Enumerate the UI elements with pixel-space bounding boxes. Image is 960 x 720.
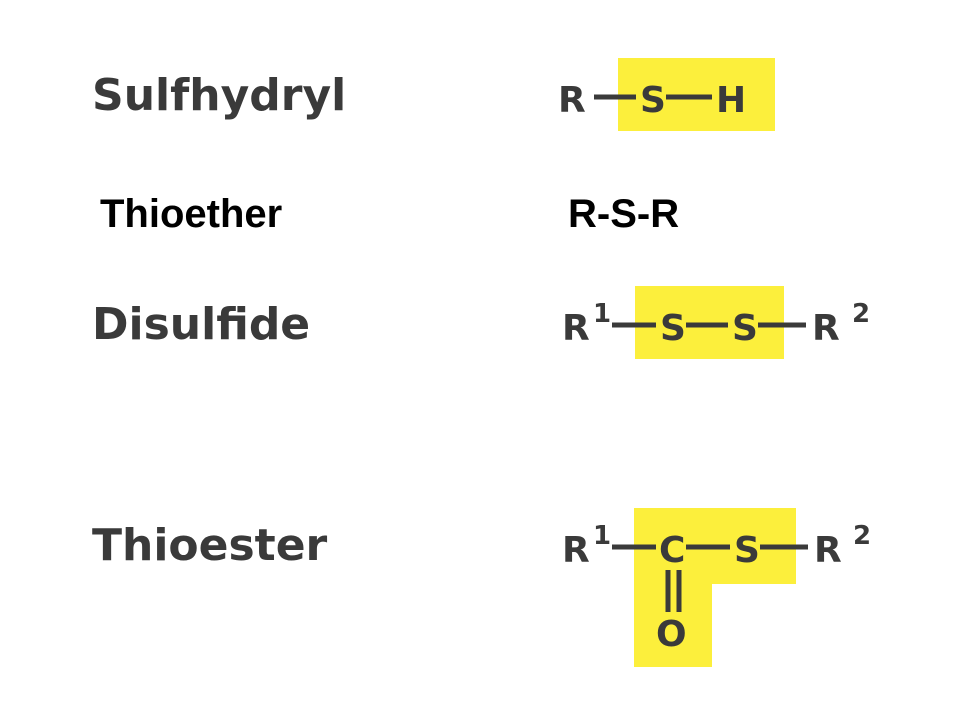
disulfide-structure: R 1 S S R 2 — [562, 286, 870, 359]
thioester-atom-r2: R — [814, 530, 842, 571]
thioester-superscript-1: 1 — [593, 521, 611, 551]
sulfhydryl-atom-r: R — [558, 80, 586, 121]
thioester-atom-c: C — [659, 530, 685, 571]
disulfide-atom-r2: R — [812, 308, 840, 349]
disulfide-atom-r1: R — [562, 308, 590, 349]
thioester-highlight — [634, 508, 796, 667]
thioester-atom-s: S — [734, 530, 760, 571]
disulfide-atom-s1: S — [660, 308, 686, 349]
thioester-name: Thioester — [92, 520, 328, 571]
thioester-superscript-2: 2 — [853, 521, 871, 551]
disulfide-name: Disulfide — [92, 299, 311, 350]
sulfhydryl-atom-s: S — [640, 80, 666, 121]
thioester-structure: R 1 C S R 2 O — [562, 508, 871, 667]
sulfhydryl-structure: R S H — [558, 58, 775, 131]
thioester-atom-o: O — [656, 614, 687, 655]
thioether-name: Thioether — [100, 192, 283, 236]
thioester-atom-r1: R — [562, 530, 590, 571]
sulfhydryl-name: Sulfhydryl — [92, 70, 347, 121]
thioether-formula: R-S-R — [568, 192, 680, 236]
disulfide-superscript-1: 1 — [593, 299, 611, 329]
sulfhydryl-atom-h: H — [716, 80, 746, 121]
disulfide-superscript-2: 2 — [852, 299, 870, 329]
disulfide-atom-s2: S — [732, 308, 758, 349]
